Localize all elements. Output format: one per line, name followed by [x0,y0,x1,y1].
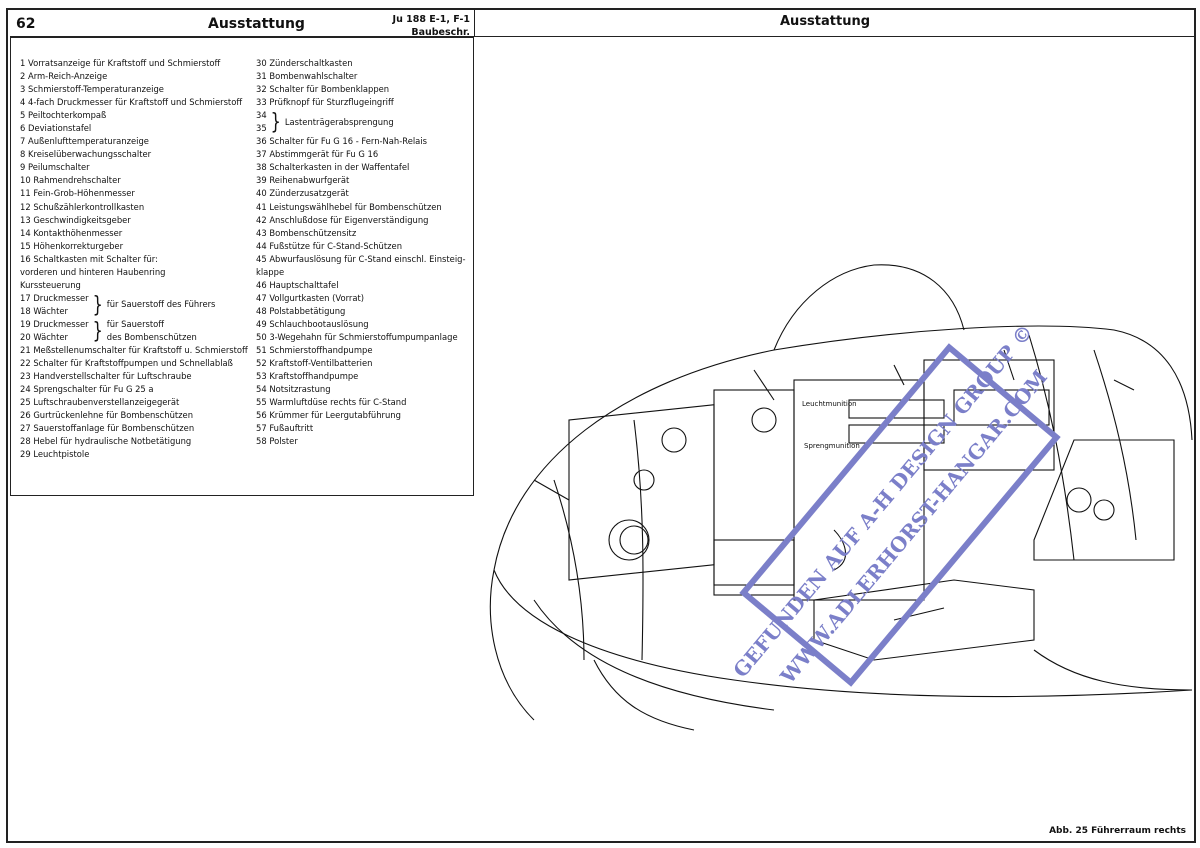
brace-symbol: } [92,316,103,344]
legend-item: 3 Schmierstoff-Temperaturanzeige [20,84,164,95]
legend-item: 56 Krümmer für Leergutabführung [256,410,401,421]
legend-item: 24 Sprengschalter für Fu G 25 a [20,384,154,395]
legend-item: 30 Zünderschaltkasten [256,58,353,68]
legend-item-desc: des Bombenschützen [106,331,197,342]
legend-item: 19 Druckmesser [20,318,89,329]
legend-item: 14 Kontakthöhenmesser [20,227,123,238]
legend-item: 17 Druckmesser [20,292,89,303]
legend-item: 6 Deviationstafel [20,123,92,134]
legend-item: 26 Gurtrückenlehne für Bombenschützen [20,410,194,421]
aircraft-label: Ju 188 E-1, F-1 [392,14,470,25]
legend-item: 18 Wächter [20,305,68,316]
page-number: 62 [16,16,36,32]
header-rule [474,36,1196,37]
legend-item: 53 Kraftstoffhandpumpe [256,371,359,382]
legend-item: 37 Abstimmgerät für Fu G 16 [256,149,379,160]
legend-item: 44 Fußstütze für C-Stand-Schützen [256,240,402,251]
page-title: Ausstattung [208,16,305,32]
legend-item: vorderen und hinteren Haubenring [20,266,166,277]
legend-item: 43 Bombenschützensitz [256,227,357,238]
legend-item: 49 Schlauchbootauslösung [256,318,369,329]
legend-item: 55 Warmluftdüse rechts für C-Stand [256,397,407,408]
legend-item: 35 [256,123,267,134]
legend-brace-group: 19 Druckmesser 20 Wächter } für Sauersto… [20,318,246,344]
legend-item: 57 Fußauftritt [256,423,314,434]
figure-caption: Abb. 25 Führerraum rechts [1049,826,1186,836]
hull-bottom [533,599,775,711]
instrument-panel [568,404,715,581]
legend-item: 38 Schalterkasten in der Waffentafel [256,162,410,173]
legend-item: 29 Leuchtpistole [20,449,90,460]
legend-column-1: 1 Vorratsanzeige für Kraftstoff und Schm… [20,57,248,461]
legend-item: 5 Peiltochterkompaß [20,110,107,121]
legend-item-desc: für Sauerstoff des Führers [106,299,216,310]
legend-item: 39 Reihenabwurfgerät [256,175,350,186]
stamp-line-2: WWW.ADLERHORST-HANGAR.COM [775,365,1052,689]
legend-item: 33 Prüfknopf für Sturzflugeingriff [256,97,394,108]
legend-item: 11 Fein-Grob-Höhenmesser [20,188,135,199]
legend-item: 25 Luftschraubenverstellanzeigegerät [20,397,180,408]
legend-box [10,36,474,496]
legend-item: 16 Schaltkasten mit Schalter für: [20,253,158,264]
hull-lower [493,569,1193,698]
legend-item: 42 Anschlußdose für Eigenverständigung [256,214,429,225]
canopy-outline [493,325,1193,571]
legend-item: 34 [256,110,267,121]
legend-item: 41 Leistungswählhebel für Bombenschützen [256,201,442,212]
watermark-stamp: GEFUNDEN AUF A-H DESIGN GROUP © WWW.ADLE… [728,320,1061,689]
section-title-right: Ausstattung [780,14,871,29]
cockpit-illustration: Leuchtmunition Sprengmunition [489,264,1193,731]
legend-item: 23 Handverstellschalter für Luftschraube [20,371,192,382]
legend-item: 13 Geschwindigkeitsgeber [20,214,131,225]
stamp-line-1: GEFUNDEN AUF A-H DESIGN GROUP © [728,320,1038,683]
legend-item: Kurssteuerung [20,279,81,290]
legend-brace-group: 17 Druckmesser 18 Wächter } für Sauersto… [20,292,246,318]
panel-label: Leuchtmunition [802,400,857,408]
panel-label: Sprengmunition [804,442,860,450]
legend-item: 10 Rahmendrehschalter [20,175,121,186]
legend-item: 15 Höhenkorrekturgeber [20,240,124,251]
legend-item: 36 Schalter für Fu G 16 - Fern-Nah-Relai… [256,136,428,147]
legend-item: 20 Wächter [20,331,68,342]
legend-item: 2 Arm-Reich-Anzeige [20,71,108,82]
legend-item: 27 Sauerstoffanlage für Bombenschützen [20,423,195,434]
page-frame [6,8,1196,843]
legend-item: 7 Außenlufttemperaturanzeige [20,136,149,147]
legend-item: klappe [256,266,285,277]
legend-item: 46 Hauptschalttafel [256,279,339,290]
legend-item: 40 Zünderzusatzgerät [256,188,349,199]
side-panel [793,379,925,601]
legend-item: 54 Notsitzrastung [256,384,331,395]
legend-item: 12 Schußzählerkontrollkasten [20,201,145,212]
legend-box-rule [10,36,474,38]
doc-type-label: Baubeschr. [411,27,470,38]
legend-item: 21 Meßstellenumschalter für Kraftstoff u… [20,345,248,356]
brace-symbol: } [92,290,103,318]
legend-brace-group: 34 35 } Lastenträgerabsprengung [256,109,468,135]
legend-item: 31 Bombenwahlschalter [256,71,358,82]
legend-item: 50 3-Wegehahn für Schmierstoffumpumpanla… [256,331,458,342]
legend-item-desc: für Sauerstoff [106,318,165,329]
legend-item: 9 Peilumschalter [20,162,90,173]
legend-item: 51 Schmierstoffhandpumpe [256,345,373,356]
brace-symbol: } [270,108,281,135]
canopy-top [773,264,965,351]
legend-item: 22 Schalter für Kraftstoffpumpen und Sch… [20,358,233,369]
legend-item: 8 Kreiselüberwachungsschalter [20,149,152,160]
legend-item: 28 Hebel für hydraulische Notbetätigung [20,436,192,447]
main-switch-panel [923,359,1055,471]
header-divider [474,8,475,36]
legend-item: 4 4-fach Druckmesser für Kraftstoff und … [20,97,243,108]
legend-item: 52 Kraftstoff-Ventilbatterien [256,358,373,369]
legend-item: 58 Polster [256,436,298,447]
legend-item-desc: Lastenträgerabsprengung [284,116,394,127]
legend-item: 32 Schalter für Bombenklappen [256,84,390,95]
legend-item: 48 Polstabbetätigung [256,305,346,316]
legend-item: 47 Vollgurtkasten (Vorrat) [256,292,365,303]
legend-column-2: 30 Zünderschaltkasten 31 Bombenwahlschalt… [256,57,468,448]
aircraft-type: Ju 188 E-1, F-1 Baubeschr. [393,13,470,39]
legend-item: 1 Vorratsanzeige für Kraftstoff und Schm… [20,58,221,68]
legend-item: 45 Abwurfauslösung für C-Stand einschl. … [256,253,466,264]
